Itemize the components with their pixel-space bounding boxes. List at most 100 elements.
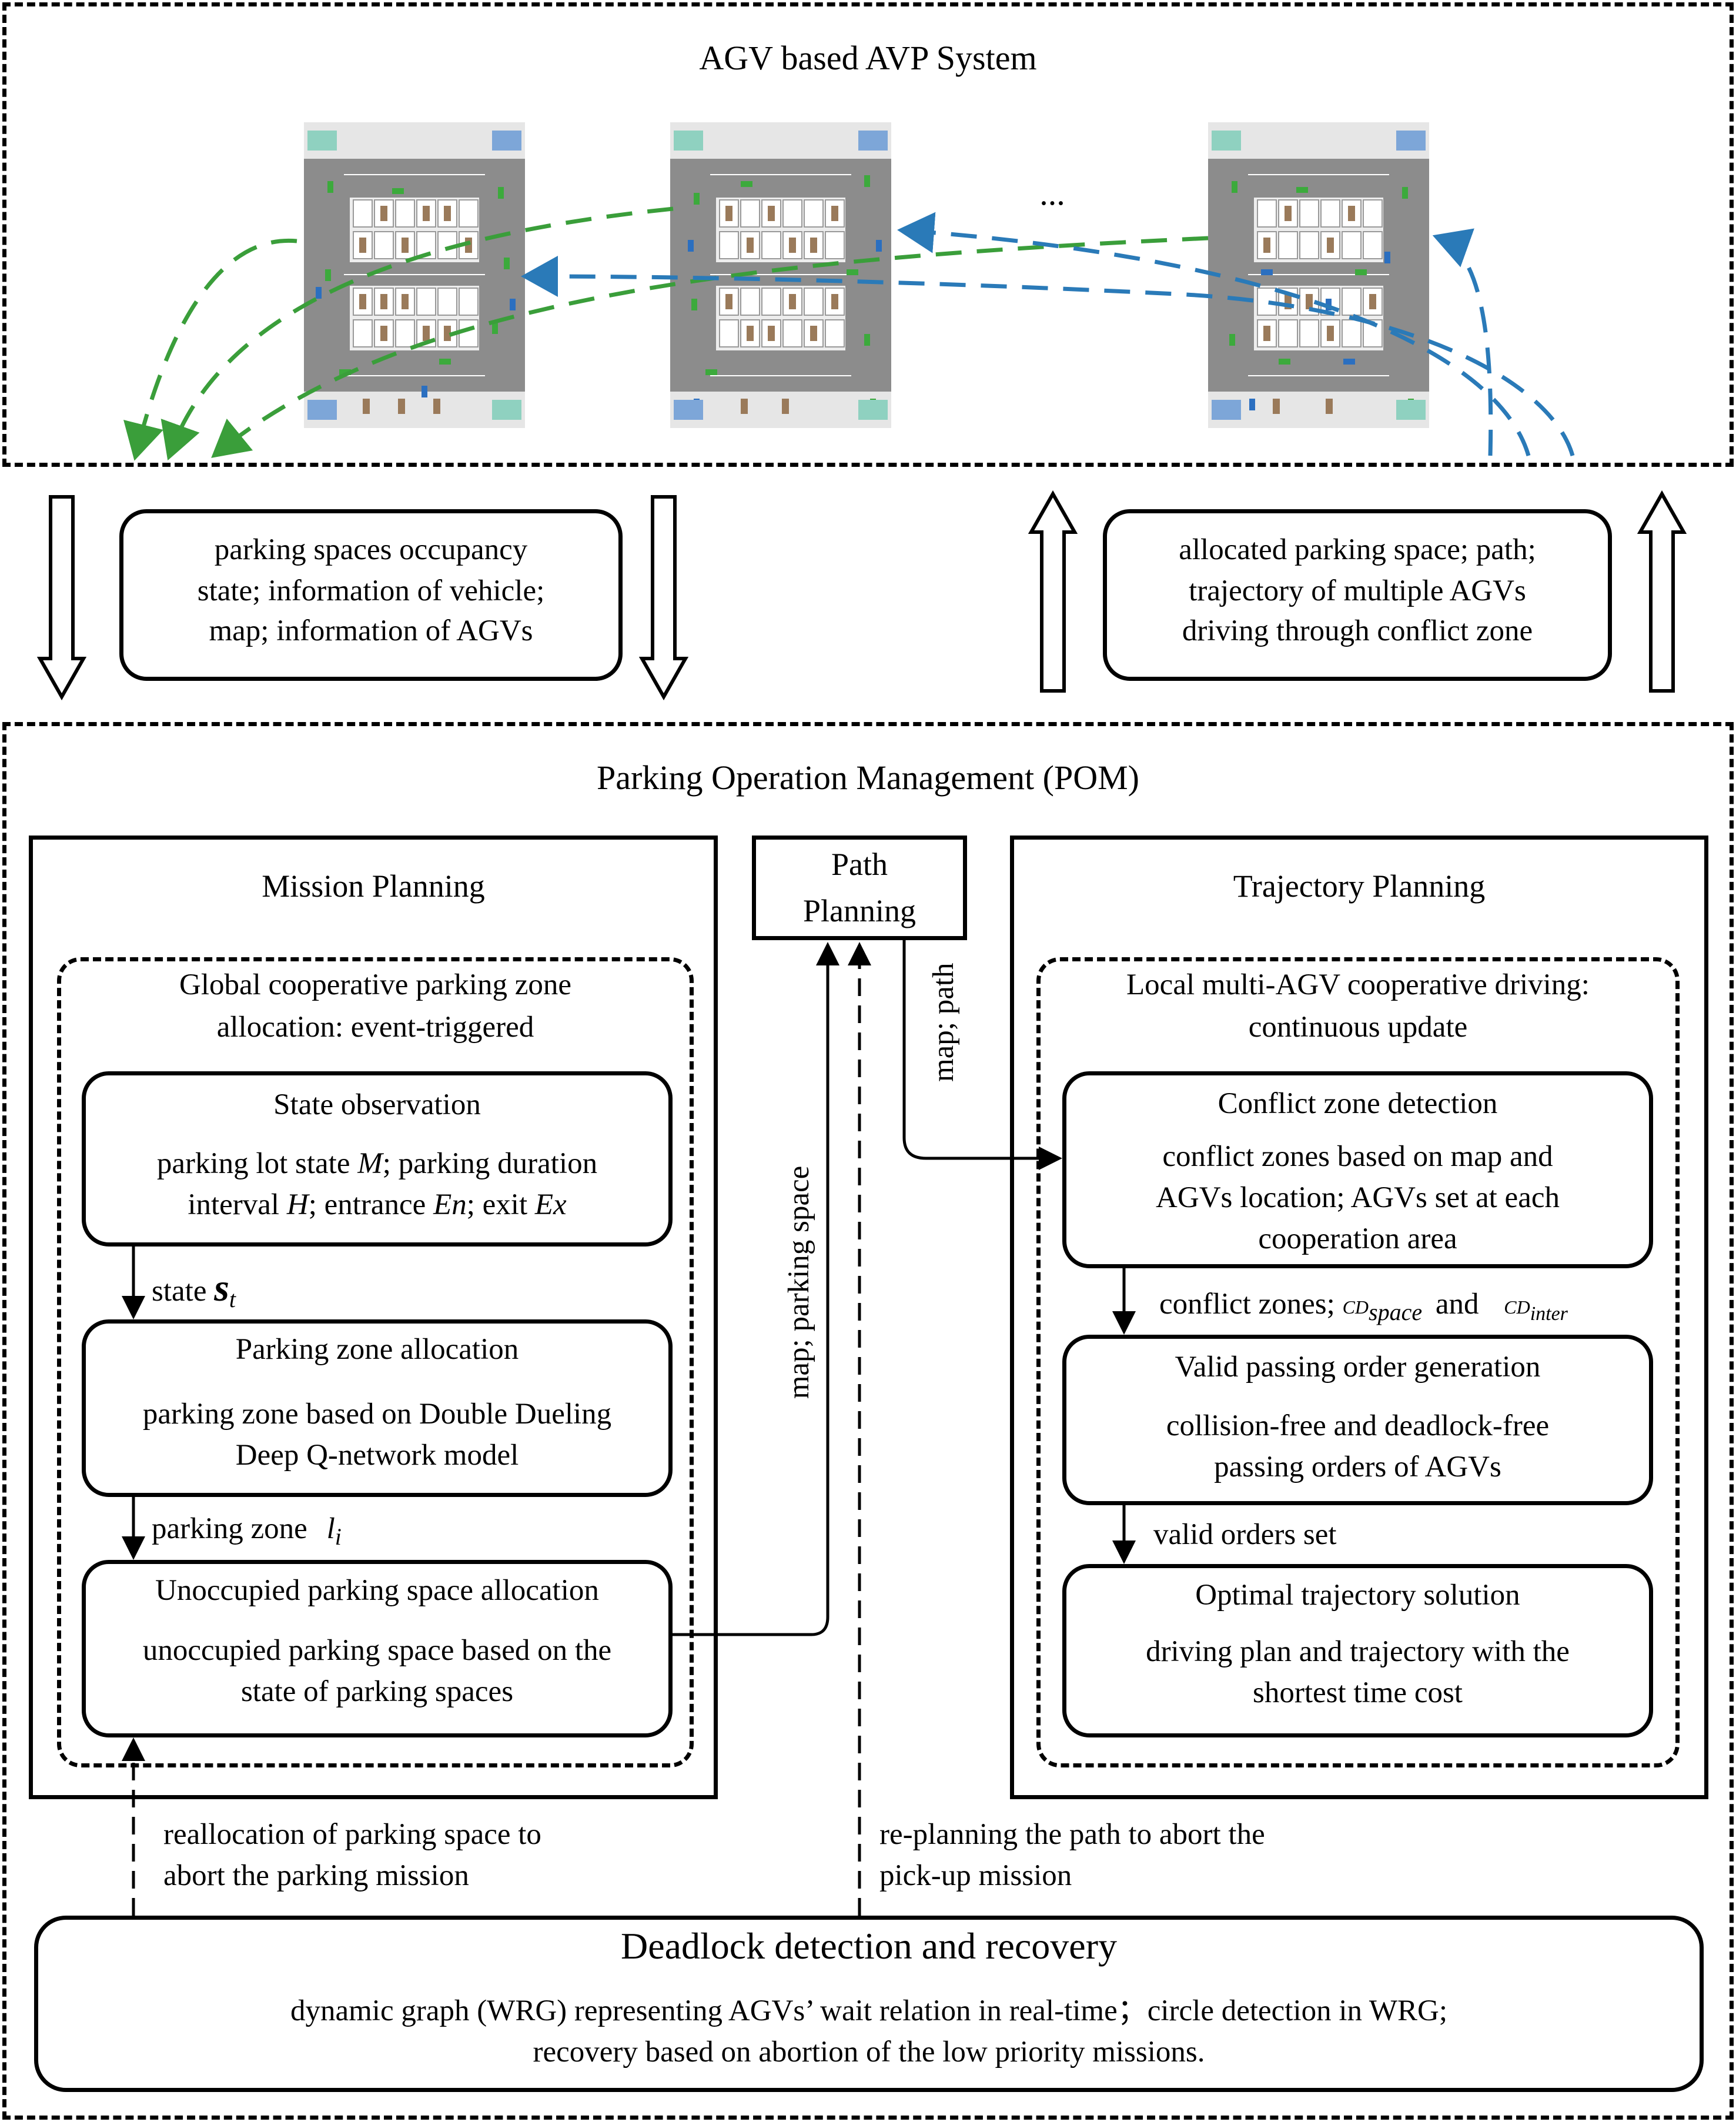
output-info-line: allocated parking space; path; [1179,533,1536,566]
global-allocation-title: Global cooperative parking zone [179,968,571,1001]
output-info-line: trajectory of multiple AGVs [1189,574,1526,607]
text-fragment: ; parking duration [382,1147,598,1180]
deadlock-detection-title: Deadlock detection and recovery [620,1925,1118,1967]
input-info-box [119,509,623,681]
input-info-line: map; information of AGVs [209,614,533,647]
parking-lot-graphic [304,122,525,428]
text-fragment: and [1435,1288,1479,1321]
unoccupied-space-allocation-line: state of parking spaces [240,1675,514,1708]
avp-flow-arrows [123,206,1575,461]
unoccupied-space-allocation-title: Unoccupied parking space allocation [155,1574,599,1607]
text-fragment: interval [188,1188,287,1221]
trajectory-planning-title: Trajectory Planning [1233,868,1486,904]
map-path-label: map; path [927,963,960,1082]
text-fragment: space [1369,1299,1423,1326]
up-hollow-arrow [1637,490,1687,693]
reallocation-label: reallocation of parking space to [163,1818,541,1851]
valid-passing-order-line: collision-free and deadlock-free [1166,1409,1550,1442]
text-fragment: parking zone [152,1512,307,1545]
symbol-Ex: Ex [534,1188,567,1221]
path-planning-box [752,836,967,940]
parking-lot-image-2 [670,122,891,428]
path-planning-title: Path [831,847,888,882]
avp-ellipsis: ... [1039,174,1065,212]
cd-inter-symbol: CDinter [1504,1288,1568,1324]
map-parking-space-label: map; parking space [782,1165,815,1399]
deadlock-detection-box [34,1916,1704,2092]
state-observation-title: State observation [273,1088,481,1121]
symbol-M: M [357,1147,383,1180]
conflict-zones-label: conflict zones; CDspace and CDinter [1159,1289,1568,1324]
cd-space-symbol: CDspace [1342,1288,1423,1324]
global-allocation-subtitle: allocation: event-triggered [216,1011,534,1044]
optimal-trajectory-line: shortest time cost [1253,1676,1463,1709]
conflict-zone-detection-title: Conflict zone detection [1217,1087,1498,1120]
parking-zone-allocation-line: parking zone based on Double Dueling [142,1398,612,1431]
avp-system-frame [2,2,1734,467]
pom-frame [2,722,1734,2120]
state-observation-box [82,1071,673,1247]
text-fragment: conflict zones; [1159,1288,1335,1321]
state-label: state st [152,1269,236,1312]
input-info-line: parking spaces occupancy [214,533,528,566]
output-info-line: driving through conflict zone [1182,614,1533,647]
optimal-trajectory-title: Optimal trajectory solution [1195,1579,1520,1612]
conflict-zone-detection-line: cooperation area [1258,1222,1457,1255]
avp-title: AGV based AVP System [699,39,1037,77]
symbol-En: En [433,1188,467,1221]
symbol-l: l [326,1512,335,1545]
parking-zone-allocation-box [82,1319,673,1497]
local-cooperative-title: Local multi-AGV cooperative driving: [1126,968,1590,1001]
local-cooperative-group [1036,957,1680,1767]
conflict-zone-detection-line: AGVs location; AGVs set at each [1156,1181,1560,1214]
valid-passing-order-title: Valid passing order generation [1175,1351,1541,1384]
symbol-subscript: i [335,1523,342,1550]
text-fragment: parking lot state [156,1147,358,1180]
parking-lot-image-1 [304,122,525,428]
blue-flow-arrow [897,212,1531,456]
text-fragment: CD [1342,1296,1369,1318]
reallocation-label: abort the parking mission [163,1859,469,1892]
mission-planning-title: Mission Planning [262,868,485,904]
green-flow-arrow [123,238,297,461]
optimal-trajectory-box [1062,1564,1653,1737]
parking-zone-label: parking zone li [152,1514,342,1550]
path-planning-title: Planning [802,893,916,928]
deadlock-detection-line: recovery based on abortion of the low pr… [533,2036,1205,2068]
text-fragment: ; exit [466,1188,535,1221]
parking-lot-graphic [1208,122,1429,428]
input-info-line: state; information of vehicle; [197,574,545,607]
pom-title: Parking Operation Management (POM) [597,758,1139,797]
valid-passing-order-box [1062,1335,1653,1505]
up-hollow-arrow [1028,490,1078,693]
text-fragment: inter [1530,1303,1568,1325]
down-hollow-arrow [638,495,689,701]
local-cooperative-subtitle: continuous update [1248,1011,1468,1044]
replan-label: re-planning the path to abort the [879,1818,1265,1851]
green-flow-arrow [211,236,1209,458]
optimal-trajectory-line: driving plan and trajectory with the [1146,1635,1570,1668]
deadlock-detection-line: dynamic graph (WRG) representing AGVs’ w… [290,1994,1448,2027]
unoccupied-space-allocation-line: unoccupied parking space based on the [142,1634,612,1667]
green-flow-arrow [160,206,674,461]
conflict-zone-detection-line: conflict zones based on map and [1162,1140,1553,1173]
valid-orders-label: valid orders set [1153,1518,1337,1551]
text-fragment: CD [1504,1296,1530,1318]
state-observation-line: interval H; entrance En; exit Ex [82,1190,673,1220]
parking-lot-image-3 [1208,122,1429,428]
symbol-subscript: t [229,1286,236,1313]
state-observation-line: parking lot state M; parking duration [82,1149,673,1179]
text-fragment: ; entrance [308,1188,434,1221]
symbol-H: H [286,1188,309,1221]
parking-zone-allocation-title: Parking zone allocation [235,1333,519,1366]
conflict-zone-detection-box [1062,1071,1653,1268]
blue-flow-arrow [1432,228,1493,456]
symbol-s: s [214,1266,229,1309]
parking-lot-graphic [670,122,891,428]
replan-label: pick-up mission [879,1859,1072,1892]
hollow-arrows [36,490,1687,701]
parking-zone-allocation-line: Deep Q-network model [235,1439,519,1472]
blue-flow-arrow [521,256,1575,456]
text-fragment: state [152,1275,207,1308]
down-hollow-arrow [36,495,87,701]
